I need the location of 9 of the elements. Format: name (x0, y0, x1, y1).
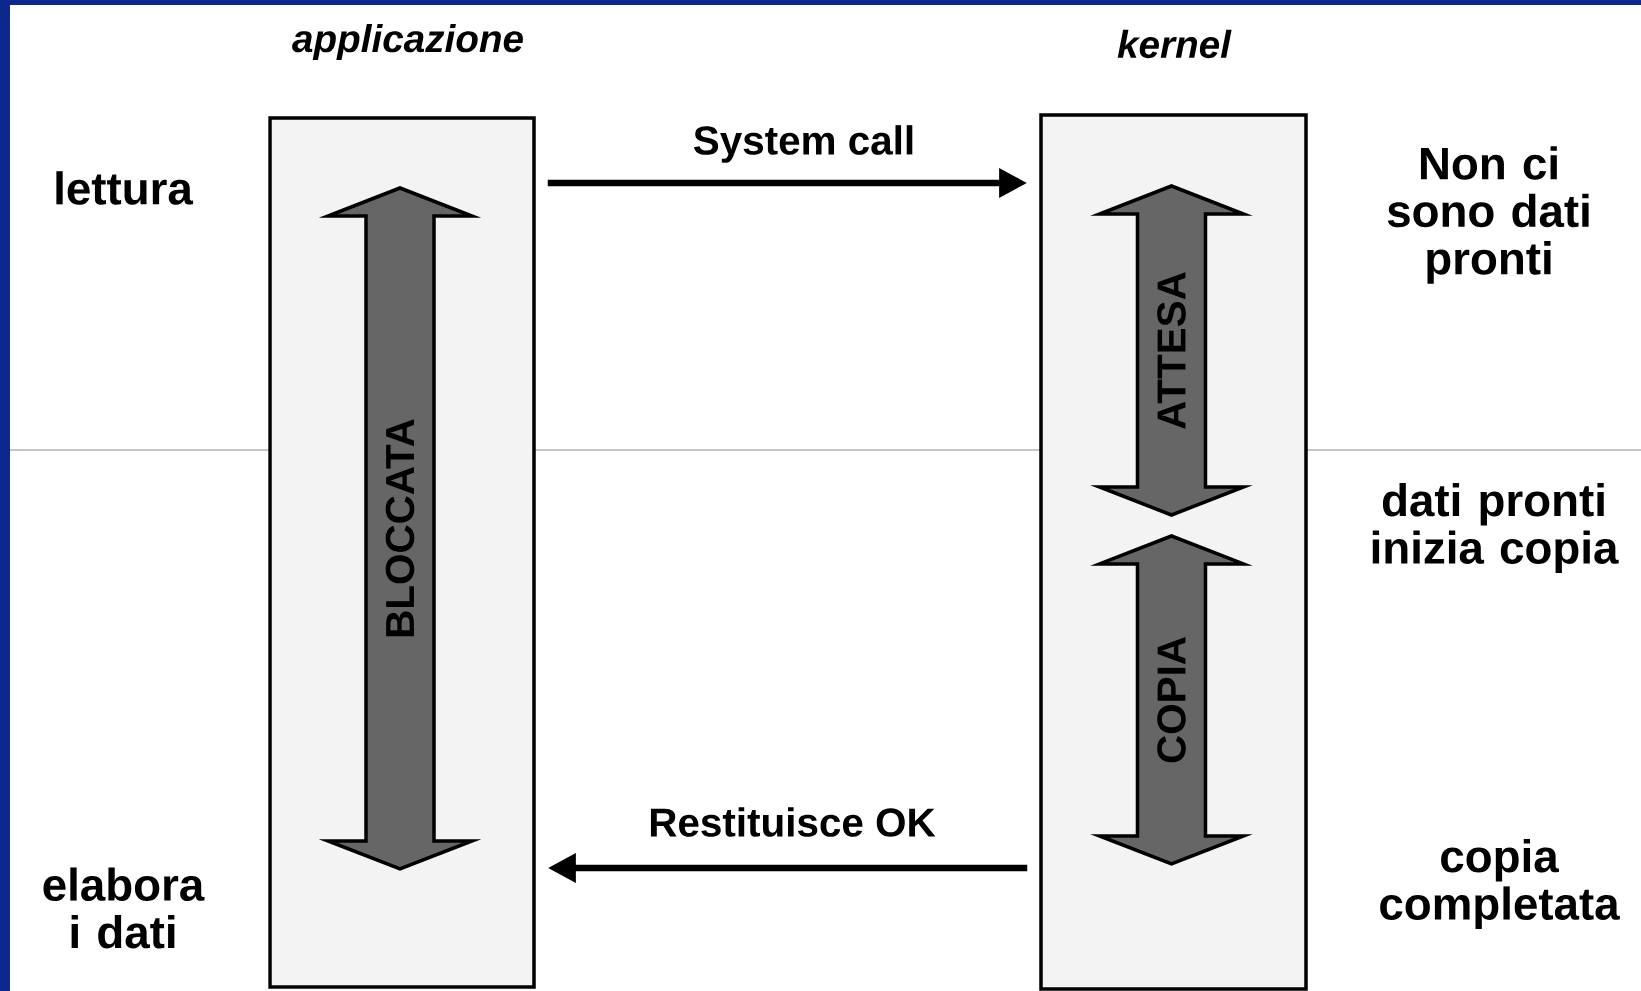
side-label: copia completata (1380, 838, 1620, 929)
side-label: Non ci sono dati pronti (1387, 146, 1589, 284)
side-label: dati pronti inizia copia (1372, 482, 1619, 573)
column-heading: applicazione (292, 24, 523, 60)
column-heading: kernel (1117, 29, 1232, 59)
side-label: lettura (56, 171, 194, 205)
edge-label: System call (693, 125, 913, 163)
side-label: elabora i dati (43, 867, 205, 949)
edge-label: Restituisce OK (650, 807, 936, 837)
